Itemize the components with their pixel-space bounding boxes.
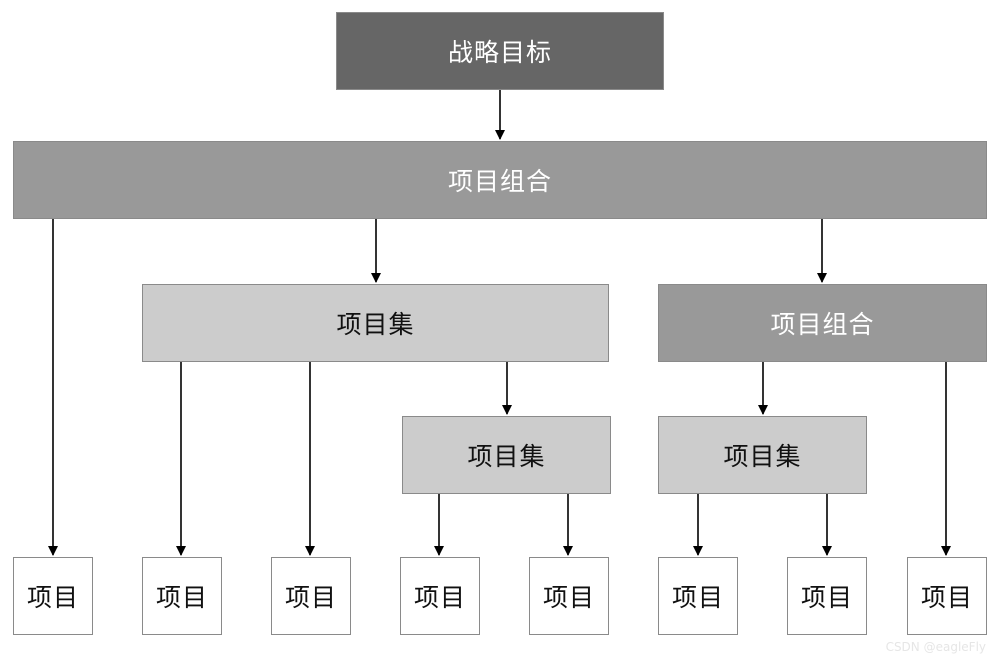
project-label: 项目 (542, 583, 595, 612)
strategy-node: 战略目标 (336, 12, 664, 90)
program-right-node: 项目集 (658, 416, 867, 494)
project-node: 项目 (13, 557, 93, 635)
portfolio-top-node: 项目组合 (13, 141, 987, 219)
project-node: 项目 (907, 557, 987, 635)
project-node: 项目 (400, 557, 480, 635)
portfolio-right-label: 项目组合 (770, 310, 875, 339)
project-label: 项目 (284, 583, 337, 612)
project-node: 项目 (142, 557, 222, 635)
strategy-label: 战略目标 (447, 38, 552, 67)
program-left-node: 项目集 (142, 284, 609, 362)
project-label: 项目 (26, 583, 79, 612)
program-left-label: 项目集 (336, 310, 415, 339)
project-node: 项目 (658, 557, 738, 635)
program-right-label: 项目集 (723, 442, 802, 471)
project-label: 项目 (155, 583, 208, 612)
project-node: 项目 (529, 557, 609, 635)
project-label: 项目 (413, 583, 466, 612)
project-node: 项目 (271, 557, 351, 635)
program-mid-label: 项目集 (467, 442, 546, 471)
project-label: 项目 (920, 583, 973, 612)
program-mid-node: 项目集 (402, 416, 611, 494)
project-label: 项目 (671, 583, 724, 612)
project-node: 项目 (787, 557, 867, 635)
project-label: 项目 (800, 583, 853, 612)
portfolio-right-node: 项目组合 (658, 284, 987, 362)
watermark: CSDN @eagleFly (885, 640, 986, 654)
portfolio-top-label: 项目组合 (447, 167, 552, 196)
